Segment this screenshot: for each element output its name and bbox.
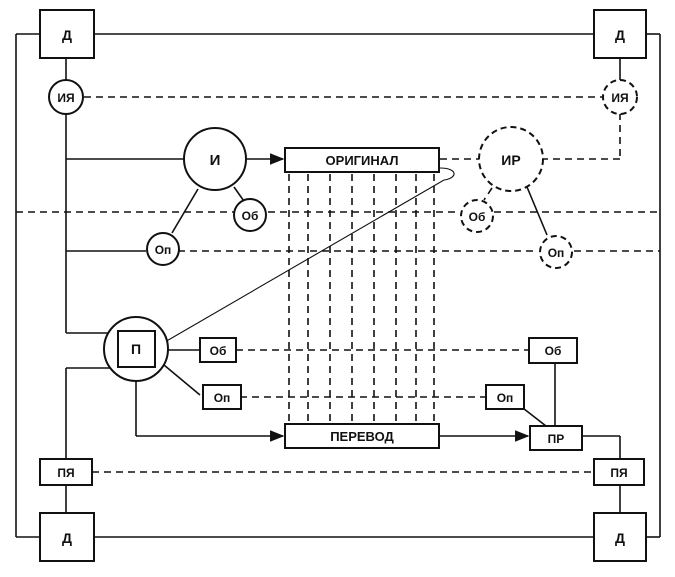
node-translator-label: П	[131, 341, 141, 357]
node-translation: ПЕРЕВОД	[284, 423, 440, 449]
node-pa-left: ПЯ	[39, 458, 93, 486]
node-ia-right-label: ИЯ	[611, 91, 628, 105]
node-original-label: ОРИГИНАЛ	[326, 153, 399, 168]
node-ob-right-label: Об	[545, 344, 562, 358]
node-ob-translator: Об	[199, 337, 237, 363]
dashed-connections	[16, 96, 660, 473]
node-ob-author-label: Об	[242, 209, 259, 223]
node-d-top-left-label: Д	[62, 27, 72, 43]
node-op-ir-label: Оп	[548, 246, 565, 260]
node-op-ir: Оп	[539, 235, 573, 269]
node-op-right-label: Оп	[497, 391, 514, 405]
node-ia-left-label: ИЯ	[57, 91, 74, 105]
node-d-bottom-right-label: Д	[615, 530, 625, 546]
node-op-translator: Оп	[202, 384, 242, 410]
node-ob-ir-label: Об	[469, 210, 486, 224]
node-ir: ИР	[478, 126, 544, 192]
node-ob-author: Об	[233, 198, 267, 232]
node-pa-right-label: ПЯ	[610, 466, 627, 480]
node-ob-right: Об	[528, 337, 578, 364]
node-op-author: Оп	[146, 232, 180, 266]
node-ir-label: ИР	[501, 152, 520, 168]
node-ob-ir: Об	[460, 199, 494, 233]
node-author-label: И	[210, 152, 221, 169]
node-pr-label: ПР	[548, 432, 565, 446]
node-op-author-label: Оп	[155, 243, 172, 257]
node-translator: П	[103, 316, 169, 382]
node-author: И	[183, 127, 247, 191]
node-op-right: Оп	[485, 384, 525, 410]
node-pr: ПР	[529, 425, 583, 451]
node-d-bottom-right: Д	[593, 512, 647, 562]
node-d-bottom-left: Д	[39, 512, 95, 562]
node-original: ОРИГИНАЛ	[284, 147, 440, 173]
node-pa-right: ПЯ	[593, 458, 645, 486]
node-op-translator-label: Оп	[214, 391, 231, 405]
node-d-top-right-label: Д	[615, 27, 625, 43]
node-translation-label: ПЕРЕВОД	[330, 429, 394, 444]
node-d-top-left: Д	[39, 9, 95, 59]
node-ia-left: ИЯ	[48, 79, 84, 115]
node-d-bottom-left-label: Д	[62, 530, 72, 546]
node-d-top-right: Д	[593, 9, 647, 59]
frame-lines	[15, 33, 661, 538]
node-ia-right: ИЯ	[602, 79, 638, 115]
node-ob-translator-label: Об	[210, 344, 227, 358]
solid-connections	[66, 153, 621, 459]
node-pa-left-label: ПЯ	[57, 466, 74, 480]
